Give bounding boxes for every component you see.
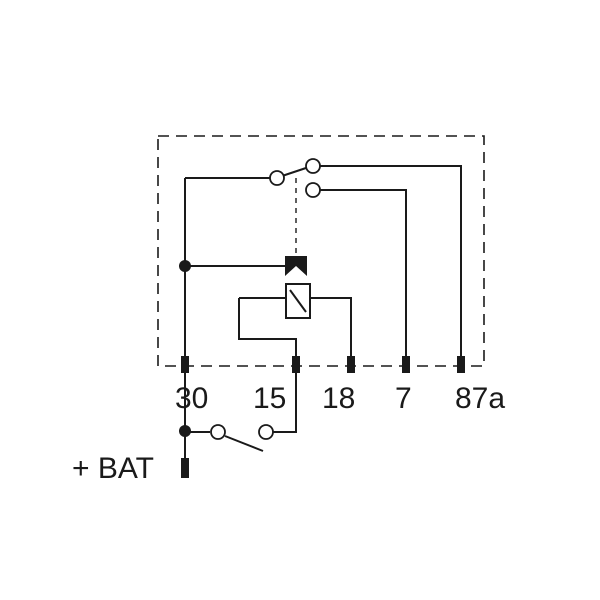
pin-bat [181, 458, 189, 478]
label-terminal-15: 15 [253, 382, 286, 415]
junction-dot-bat [179, 425, 191, 437]
label-battery: + BAT [72, 452, 154, 485]
wire-coil-right [310, 297, 352, 365]
pin-30 [181, 356, 189, 373]
label-terminal-7: 7 [395, 382, 412, 415]
pin-87a [457, 356, 465, 373]
switch-contact-right [258, 424, 274, 440]
switch-contact-left [210, 424, 226, 440]
wiring [184, 165, 462, 470]
relay-coil-diagonal [289, 289, 307, 313]
contact-circle-87a [305, 158, 321, 174]
wire-coil-left [238, 298, 297, 365]
pin-7 [402, 356, 410, 373]
wire-terminal-87a [319, 165, 462, 365]
label-terminal-30: 30 [175, 382, 208, 415]
relay-housing-outline [157, 135, 485, 367]
wire-terminal-7 [319, 189, 407, 365]
armature-symbol [285, 256, 307, 276]
junction-dot-30 [179, 260, 191, 272]
pin-18 [347, 356, 355, 373]
contact-circle-7 [305, 182, 321, 198]
ignition-switch-blade [224, 435, 264, 452]
wire-terminal-15-ignition [272, 365, 297, 433]
pin-15 [292, 356, 300, 373]
label-terminal-18: 18 [322, 382, 355, 415]
label-terminal-87a: 87a [455, 382, 505, 415]
contact-circle-30 [269, 170, 285, 186]
